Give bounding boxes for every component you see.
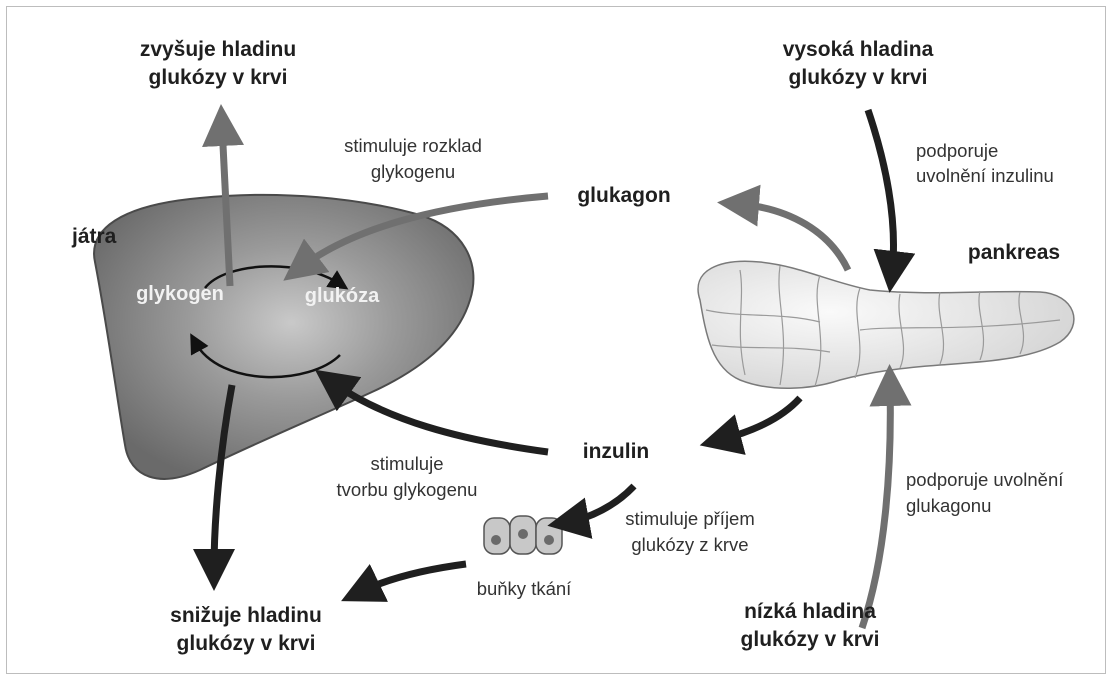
promotes-insulin-label-2: uvolnění inzulinu [916,165,1054,186]
stimulates-breakdown-label-1: stimuluje rozklad [344,135,482,156]
increase-glucose-label-2: glukózy v krvi [149,66,288,89]
tissue-cells-illustration [484,516,562,554]
stimulates-uptake-label-2: glukózy z krve [631,534,748,555]
high-glucose-label-1: vysoká hladina [783,38,934,61]
decrease-glucose-label-2: glukózy v krvi [177,632,316,655]
liver-illustration [94,195,473,479]
stimulates-breakdown-label-2: glykogenu [371,161,455,182]
arrow-low-glucose-to-pancreas [862,385,890,628]
stimulates-formation-label-2: tvorbu glykogenu [337,479,478,500]
insulin-label: inzulin [583,440,650,463]
decrease-glucose-label-1: snižuje hladinu [170,604,322,627]
arrow-cells-to-decrease [360,564,466,592]
glucose-liver-label: glukóza [305,285,380,307]
arrow-high-glucose-to-pancreas [868,110,893,272]
liver-label: játra [71,225,117,248]
tissue-cells-label: buňky tkání [477,578,572,599]
arrow-pancreas-to-inzulin [720,398,800,440]
increase-glucose-label-1: zvyšuje hladinu [140,38,296,61]
pancreas-label: pankreas [968,241,1060,264]
low-glucose-label-2: glukózy v krvi [741,628,880,651]
arrow-pancreas-to-glukagon [738,204,848,270]
glycogen-label: glykogen [136,283,224,305]
high-glucose-label-2: glukózy v krvi [789,66,928,89]
glucagon-label: glukagon [577,184,670,207]
promotes-glucagon-label-2: glukagonu [906,495,991,516]
promotes-insulin-label-1: podporuje [916,140,998,161]
low-glucose-label-1: nízká hladina [744,600,876,623]
pancreas-illustration [698,261,1074,388]
stimulates-formation-label-1: stimuluje [371,453,444,474]
stimulates-uptake-label-1: stimuluje příjem [625,508,755,529]
promotes-glucagon-label-1: podporuje uvolnění [906,469,1064,490]
arrow-inzulin-to-cells [568,486,634,522]
